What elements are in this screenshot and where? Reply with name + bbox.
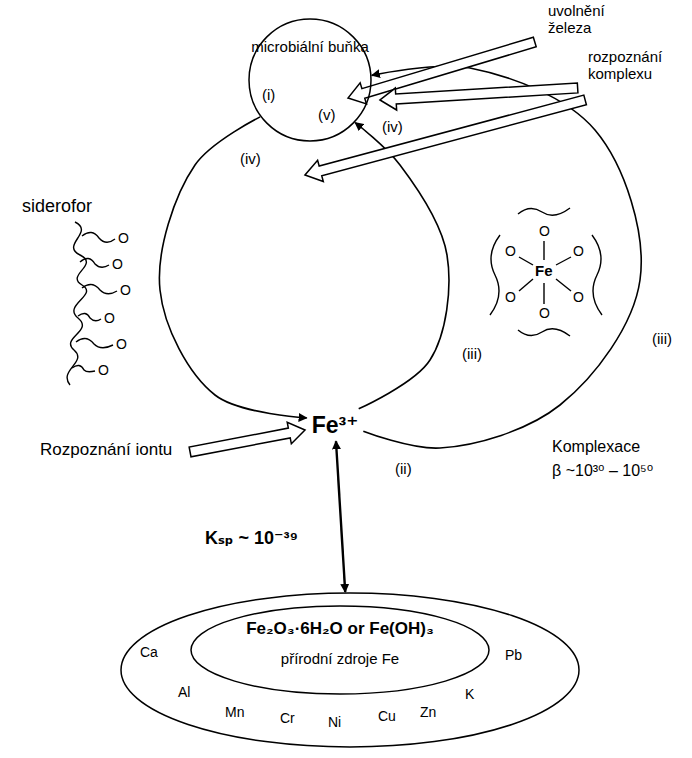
atom-symbol: O (112, 256, 123, 272)
node-text: microbiální buňka (248, 38, 372, 55)
constant-label: Kₛₚ ~ 10⁻³⁹ (205, 528, 298, 549)
coordination-bond (543, 241, 544, 260)
coordination-bond (519, 257, 533, 265)
siderophore-branch (72, 365, 95, 371)
hollow-arrow (302, 89, 588, 185)
node-text: Fe³⁺ (312, 412, 359, 438)
mineral-ring-outline (121, 593, 579, 747)
step-number: (ii) (395, 460, 412, 477)
hollow-arrow (302, 89, 588, 185)
cell-circle: microbiální buňka (248, 18, 372, 142)
cell-circle-outline (249, 19, 371, 141)
step-number: (iv) (240, 150, 261, 167)
atom-symbol: O (573, 243, 584, 259)
hollow-arrow (188, 419, 307, 463)
step-number: (i) (262, 86, 275, 103)
process-label: Komplexace (552, 438, 640, 456)
siderophore-branch (78, 313, 101, 320)
node-text: Ca (140, 644, 158, 660)
complex-chain (490, 235, 500, 315)
atom-symbol: O (120, 282, 131, 298)
node-text: Pb (505, 647, 522, 663)
atom-symbol: O (539, 223, 550, 239)
mineral-ring: CaAlMn Cr Ni Cu Zn K Pb Fe₂O₃·6H₂O or Fe(OH)₃ př… (120, 592, 580, 748)
iron-source-ellipse: Fe₂O₃·6H₂O or Fe(OH)₃ přírodní zdroje Fe (190, 605, 490, 695)
atom-symbol: O (505, 289, 516, 305)
cycle-arrow (355, 123, 449, 409)
coordination-bond (556, 257, 571, 265)
node-text: Fe₂O₃·6H₂O or Fe(OH)₃ (190, 619, 490, 639)
atom-symbol: O (98, 362, 109, 378)
step-number: (v) (318, 106, 336, 123)
node-text: Ni (328, 714, 341, 730)
coordination-bond (519, 279, 533, 291)
node-text: Zn (420, 704, 436, 720)
step-number: (iii) (462, 345, 482, 362)
siderophore-branch (80, 258, 109, 267)
siderophore-branch (82, 232, 115, 242)
process-label: Rozpoznání iontu (40, 440, 172, 460)
hollow-arrow (188, 419, 307, 463)
coordination-bond (543, 283, 544, 304)
node-text: přírodní zdroje Fe (190, 650, 490, 667)
step-number: (iv) (382, 118, 403, 135)
atom-symbol: O (118, 230, 129, 246)
atom-symbol: O (104, 310, 115, 326)
atom-symbol: O (539, 305, 550, 321)
ion-node: Fe³⁺ (307, 409, 364, 441)
siderophore-chain (67, 222, 86, 385)
complex-chain (592, 235, 602, 315)
node-text: K (465, 686, 474, 702)
molecule-label: siderofor (22, 196, 92, 217)
cycle-arrow (159, 117, 306, 418)
node-text: Al (178, 684, 190, 700)
constant-label: β ~10³⁰ – 10⁵⁰ (552, 462, 653, 480)
process-label: rozpoznání komplexu (588, 48, 688, 83)
siderophore-branch (82, 284, 117, 293)
atom-symbol: O (505, 243, 516, 259)
atom-symbol: Fe (535, 262, 553, 279)
complex-chain (518, 208, 570, 215)
node-text: Mn (225, 704, 244, 720)
equilibrium-arrow (336, 441, 345, 592)
step-number: (iii) (652, 330, 672, 347)
cell-circle-outline (248, 18, 372, 142)
atom-symbol: O (573, 289, 584, 305)
complex-chain (518, 329, 570, 336)
node-text: Cu (378, 708, 396, 724)
node-text: Cr (280, 710, 295, 726)
atom-symbol: O (116, 336, 127, 352)
mineral-ring-outline (120, 592, 580, 748)
coordination-bond (556, 279, 571, 291)
process-label: uvolnění železa (548, 2, 640, 37)
iron-source-ellipse-outline (191, 606, 489, 694)
siderophore-branch (76, 338, 113, 347)
